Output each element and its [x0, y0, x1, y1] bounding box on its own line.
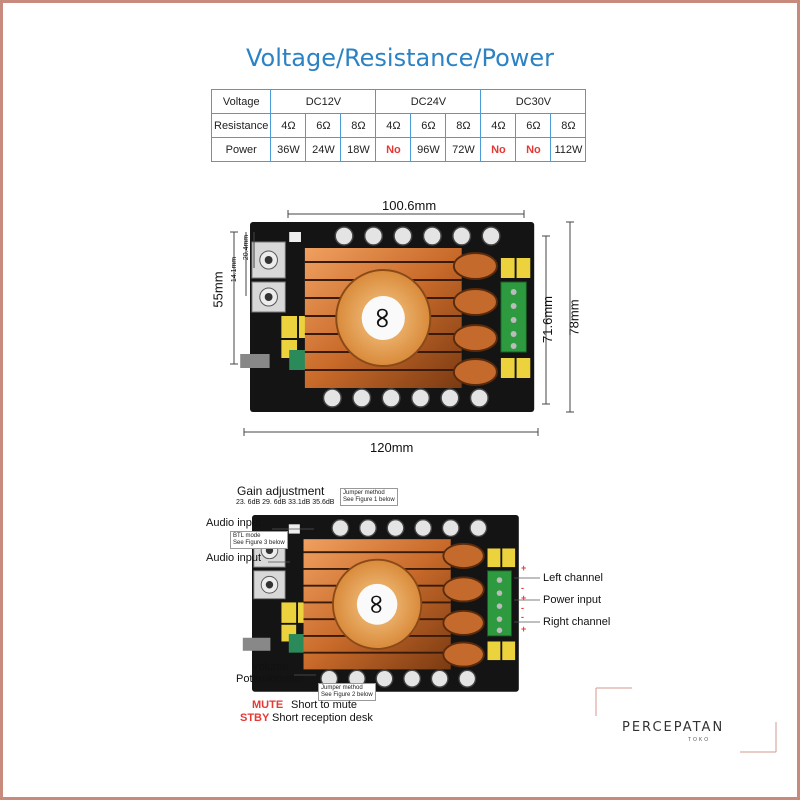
brand-sub: TOKO: [688, 737, 711, 743]
polarity-mark: -: [521, 603, 524, 613]
polarity-mark: +: [521, 624, 527, 634]
brand-name: PERCEPATAN: [622, 720, 725, 735]
resistance-cell: 4Ω: [270, 113, 307, 138]
mute-description: Short to mute: [291, 699, 358, 711]
spec-table: Voltage DC12V DC24V DC30V Resistance 4Ω …: [210, 89, 587, 162]
board-top-view: [239, 221, 536, 413]
power-cell-no: No: [375, 137, 412, 162]
audio-input-label-1: Audio input: [206, 517, 262, 529]
power-cell: 96W: [410, 137, 447, 162]
leader-lines: [268, 528, 540, 676]
stby-description: Short reception desk: [272, 712, 373, 724]
gain-values: 23. 6dB 29. 6dB 33.1dB 35.6dB: [236, 499, 335, 506]
dimension-small-a: 14.1mm: [231, 256, 239, 283]
power-cell: 72W: [445, 137, 482, 162]
polarity-mark: +: [521, 593, 527, 603]
mute-label: MUTE: [252, 699, 284, 711]
volume-potentiometer-label: Volume Potentiometer: [236, 661, 305, 685]
dimension-left-height: 55mm: [210, 271, 226, 308]
dimension-bottom-width: 120mm: [370, 440, 414, 455]
polarity-mark: -: [521, 612, 524, 622]
polarity-mark: +: [521, 563, 527, 573]
power-cell: 24W: [305, 137, 342, 162]
table-row: Power 36W 24W 18W No 96W 72W No No 112W: [210, 137, 587, 162]
voltage-cell: DC24V: [375, 89, 482, 114]
table-row: Resistance 4Ω 6Ω 8Ω 4Ω 6Ω 8Ω 4Ω 6Ω 8Ω: [210, 113, 587, 138]
brand-logo: PERCEPATAN TOKO: [596, 690, 776, 750]
left-channel-label: Left channel: [543, 572, 603, 584]
power-cell: 18W: [340, 137, 377, 162]
polarity-mark: -: [521, 583, 524, 593]
power-cell-no: No: [480, 137, 517, 162]
btl-mode-note: BTL mode See Figure 3 below: [230, 531, 288, 549]
jumper-note-1: Jumper method See Figure 1 below: [340, 488, 398, 506]
power-cell-no: No: [515, 137, 552, 162]
resistance-cell: 4Ω: [375, 113, 412, 138]
resistance-cell: 6Ω: [410, 113, 447, 138]
audio-input-label-2: Audio input: [206, 552, 262, 564]
dimension-lines: [230, 210, 574, 436]
page-title: Voltage/Resistance/Power: [245, 44, 555, 72]
dimension-right-outer: 78mm: [566, 299, 582, 336]
dimension-right-inner: 71.6mm: [539, 296, 555, 343]
power-cell: 112W: [550, 137, 587, 162]
power-input-label: Power input: [543, 594, 602, 606]
gain-adjustment-label: Gain adjustment: [237, 484, 325, 498]
row-label-power: Power: [210, 137, 272, 162]
stby-label: STBY: [240, 712, 270, 724]
dimension-small-b: 20.4mm: [243, 234, 251, 261]
jumper-note-2: Jumper method See Figure 2 below: [318, 683, 376, 701]
right-channel-label: Right channel: [543, 616, 611, 628]
brand-decoration: [595, 687, 777, 753]
row-label-resistance: Resistance: [210, 113, 272, 138]
dimension-top-width: 100.6mm: [382, 198, 437, 213]
